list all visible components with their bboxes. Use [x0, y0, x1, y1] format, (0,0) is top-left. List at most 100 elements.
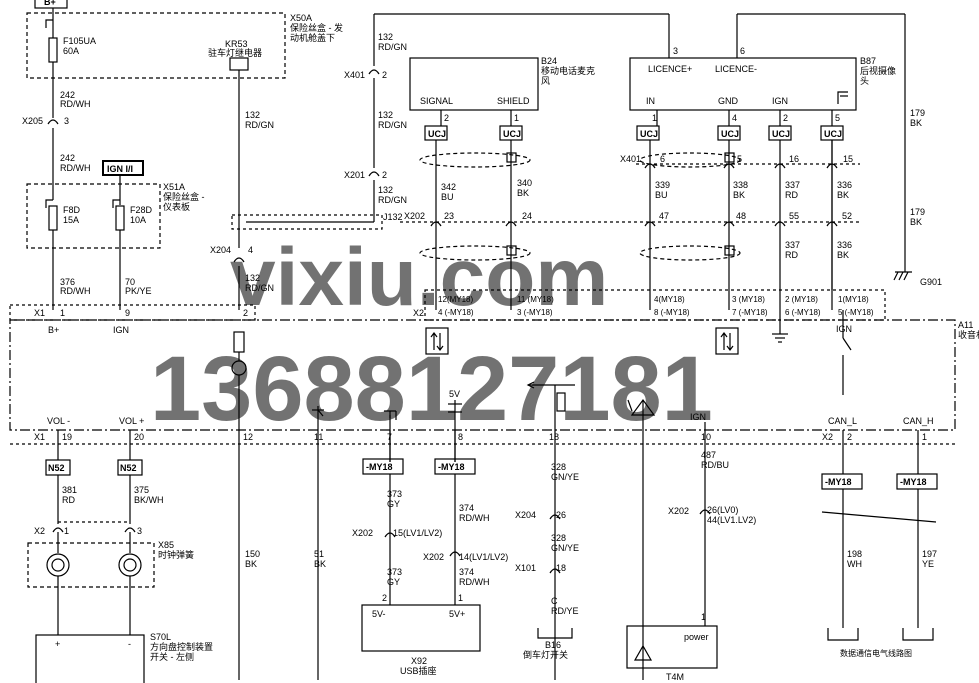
wire-242b-num: 242	[60, 153, 75, 163]
b87-licence-minus: LICENCE-	[715, 64, 757, 74]
wire-242a-color: RD/WH	[60, 99, 91, 109]
b87-id: B87	[860, 56, 876, 66]
t4m-id: T4M	[666, 672, 684, 682]
wire-381-num: 381	[62, 485, 77, 495]
b87-pin-1: 1	[652, 113, 657, 123]
wire-132e-color: RD/GN	[378, 195, 407, 205]
ucj-b87-d: UCJ	[824, 129, 842, 139]
ucj-b87-b: UCJ	[721, 129, 739, 139]
wire-242b-color: RD/WH	[60, 163, 91, 173]
x401-pin-2: 2	[382, 70, 387, 80]
wire-337a-color: RD	[785, 190, 798, 200]
wire-150-num: 150	[245, 549, 260, 559]
wire-373a-color: GY	[387, 499, 400, 509]
module-vol-minus: VOL -	[47, 416, 70, 426]
b24-shield-pin: SHIELD	[497, 96, 530, 106]
wire-70-num: 70	[125, 277, 135, 287]
t4m-power: power	[684, 632, 709, 642]
x204-label: X204	[210, 245, 231, 255]
b-plus-label: B+	[44, 0, 56, 7]
wire-338-color: BK	[733, 190, 745, 200]
x2-map-f1: 1(MY18)	[838, 295, 869, 304]
wire-342-color: BU	[441, 192, 454, 202]
ucj-b24-a: UCJ	[428, 129, 446, 139]
wire-338-num: 338	[733, 180, 748, 190]
x2-label-bottom: X2	[822, 432, 833, 442]
wire-374a-color: RD/WH	[459, 513, 490, 523]
watermark-site: vixiu.com	[230, 232, 608, 323]
x202-label-b: X202	[352, 528, 373, 538]
b87-in: IN	[646, 96, 655, 106]
x2-map-d1: 3 (MY18)	[732, 295, 765, 304]
x1-pin-9: 9	[125, 308, 130, 318]
g901-label: G901	[920, 277, 942, 287]
x1-pin-19: 19	[62, 432, 72, 442]
s70l-plus: +	[55, 639, 60, 649]
wire-179a-num: 179	[910, 108, 925, 118]
watermark-phone: 13688127181	[150, 338, 713, 440]
wire-373a-num: 373	[387, 489, 402, 499]
x2-map-e2: 6 (-MY18)	[785, 308, 821, 317]
ucj-b87-c: UCJ	[772, 129, 790, 139]
x401-pin-15: 15	[843, 154, 853, 164]
x92-name: USB插座	[400, 665, 437, 676]
module-pin-2: 2	[243, 308, 248, 318]
x101-pin-18: 18	[556, 563, 566, 573]
wire-336a-num: 336	[837, 180, 852, 190]
x51a-id: X51A	[163, 182, 185, 192]
x201-pin-2: 2	[382, 170, 387, 180]
x2-map-b1: 11 (MY18)	[517, 295, 554, 304]
s70l-line2: 开关 - 左侧	[150, 651, 194, 662]
a11-name: 收音机	[958, 329, 979, 340]
x202-pin-48: 48	[736, 211, 746, 221]
wire-336b-num: 336	[837, 240, 852, 250]
wire-c-color: RD/YE	[551, 606, 579, 616]
wire-132d-color: RD/GN	[378, 120, 407, 130]
x2-map-a2: 4 (-MY18)	[438, 308, 474, 317]
x2-map-d2: 7 (-MY18)	[732, 308, 768, 317]
x85-pin-3: 3	[137, 526, 142, 536]
kr53-name: 驻车灯继电器	[208, 47, 262, 58]
t4m-pin-1: 1	[701, 612, 706, 622]
my18-tag-d: -MY18	[900, 477, 927, 487]
x204-pin-26: 26	[556, 510, 566, 520]
x101-label: X101	[515, 563, 536, 573]
wire-150-color: BK	[245, 559, 257, 569]
kr53-id: KR53	[225, 39, 248, 49]
wire-198-num: 198	[847, 549, 862, 559]
x202-label-a: X202	[404, 211, 425, 221]
x51a-line2: 仪表板	[163, 201, 190, 212]
usb-pin-1: 1	[458, 593, 463, 603]
wire-51-color: BK	[314, 559, 326, 569]
b24-line1: 移动电话麦克	[541, 65, 595, 76]
wire-179a-color: BK	[910, 118, 922, 128]
wire-328b-num: 328	[551, 533, 566, 543]
wire-51-num: 51	[314, 549, 324, 559]
x202-pin-52: 52	[842, 211, 852, 221]
n52-tag-b: N52	[120, 463, 137, 473]
module-ign: IGN	[113, 325, 129, 335]
x50a-line1: 保险丝盒 - 发	[290, 22, 343, 33]
wire-132b-num: 132	[245, 273, 260, 283]
wire-328a-num: 328	[551, 462, 566, 472]
x202-pin-44: 44(LV1.LV2)	[707, 515, 756, 525]
x50a-id: X50A	[290, 13, 312, 23]
wire-336b-color: BK	[837, 250, 849, 260]
wire-342-num: 342	[441, 182, 456, 192]
module-pin-18: 18	[549, 432, 559, 442]
b24-signal-pin: SIGNAL	[420, 96, 453, 106]
x205-pin: 3	[64, 116, 69, 126]
wire-132d-num: 132	[378, 110, 393, 120]
b16-id: B16	[545, 640, 561, 650]
wire-337b-num: 337	[785, 240, 800, 250]
wire-373b-color: GY	[387, 577, 400, 587]
x2-map-b2: 3 (-MY18)	[517, 308, 553, 317]
x401-pin-6: 6	[660, 154, 665, 164]
b87-pin-4: 4	[732, 113, 737, 123]
a11-id: A11	[958, 320, 973, 330]
x85-name: 时钟弹簧	[158, 549, 194, 560]
wire-373b-num: 373	[387, 567, 402, 577]
x1-pin-1: 1	[60, 308, 65, 318]
x92-5v-plus: 5V+	[449, 609, 465, 619]
